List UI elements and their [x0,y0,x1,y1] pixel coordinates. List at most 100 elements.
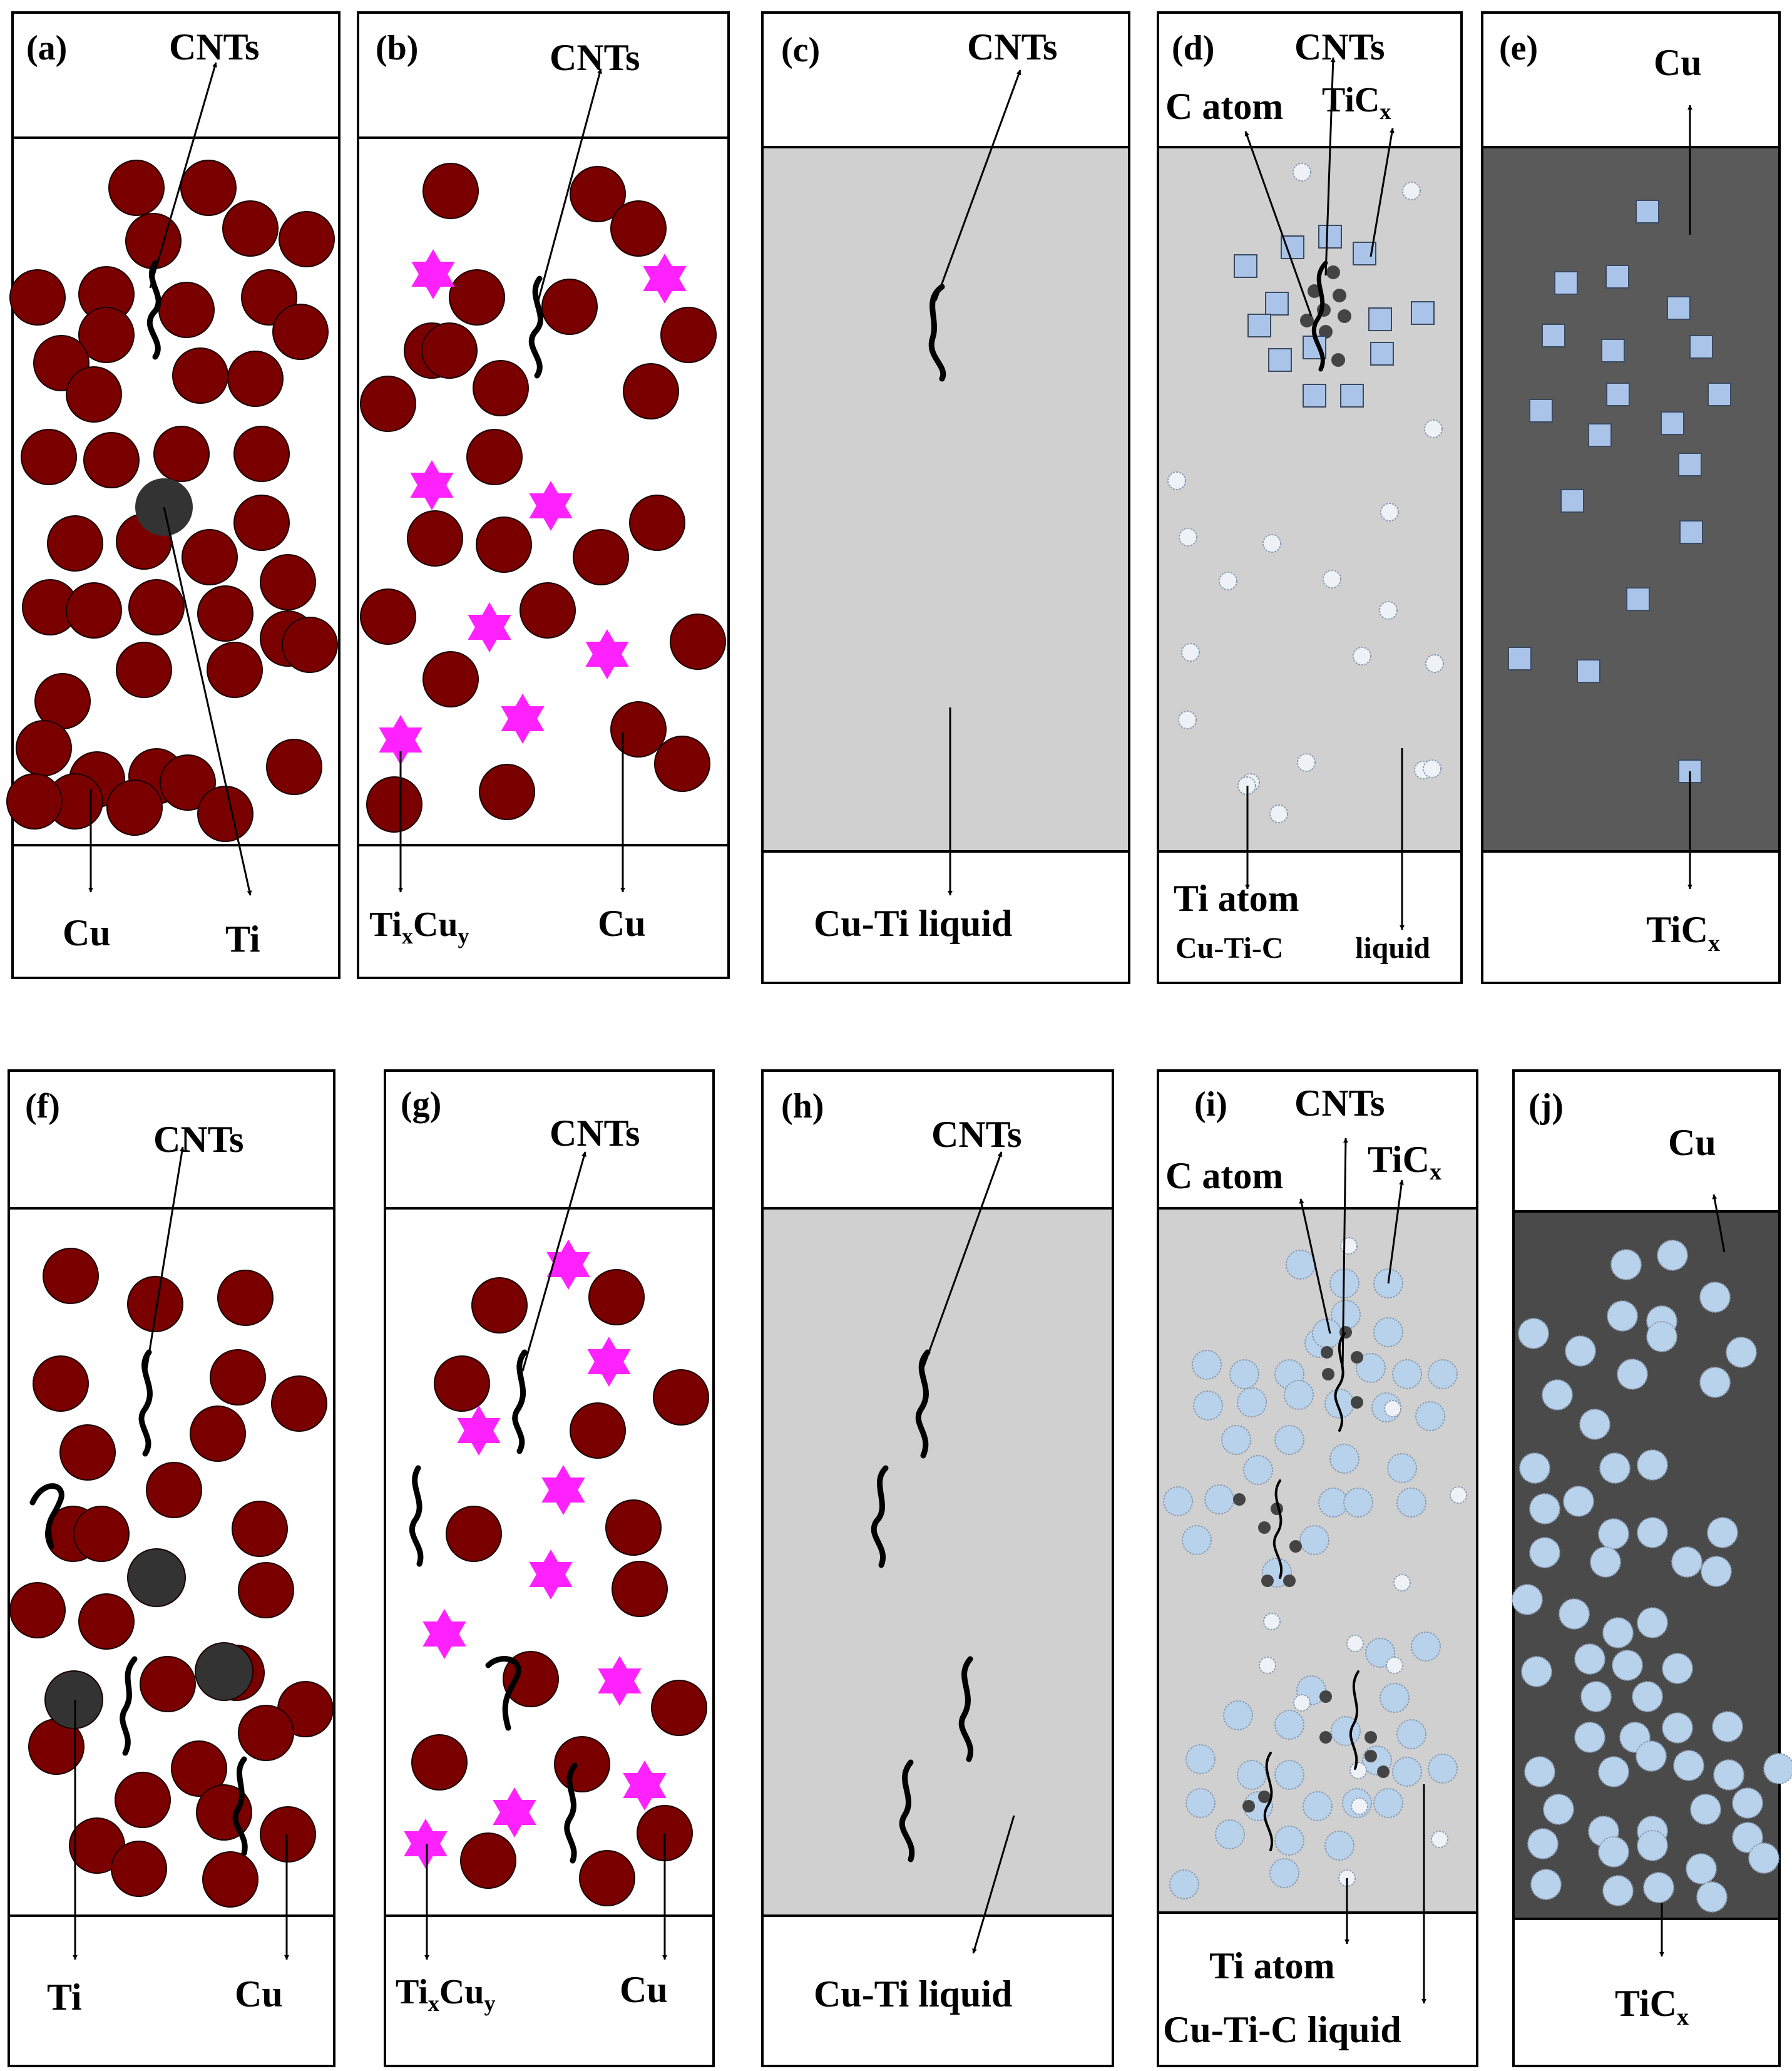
cnt-icon [871,1465,889,1568]
cu-particle-icon [232,1501,288,1557]
cu-particle-icon [272,304,329,360]
tic-round-icon [1748,1842,1779,1874]
panel-label: (d) [1172,29,1214,68]
cnt-icon [138,1349,153,1457]
ti-atom-icon [1349,1762,1367,1779]
tic-round-icon [1411,1632,1441,1662]
cu-particle-icon [422,651,479,707]
tic-square-icon [1588,423,1612,447]
tic-square-icon [1626,587,1650,611]
cnt-icon [899,1759,915,1863]
c-atom-icon [1300,314,1314,327]
cu-particle-icon [653,1369,709,1426]
c-atom-icon [1364,1731,1377,1744]
panel-label: (c) [781,31,820,69]
cu-particle-icon [66,582,122,639]
tic-square-icon [1234,254,1257,278]
c-atom-icon [1364,1750,1377,1762]
tic-round-icon [1542,1379,1573,1411]
cu-particle-icon [476,516,532,573]
arrow-c-atom [1244,131,1313,317]
panel-label: (b) [376,29,418,68]
tixcuy-star-icon [410,473,454,510]
tic-round-icon [1329,1444,1359,1474]
cu-particle-icon [473,360,529,416]
cu-particle-icon [180,160,237,216]
tic-round-icon [1763,1753,1792,1784]
tic-round-icon [1543,1794,1574,1825]
tixcuy-star-icon [541,1477,585,1515]
ti-atom-icon [1424,419,1443,438]
tic-square-icon [1318,225,1342,249]
cu-particle-icon [271,1375,327,1432]
tic-round-icon [1602,1617,1634,1648]
cu-particle-icon [573,529,629,585]
tic-round-icon [1574,1643,1605,1675]
cu-particle-icon [266,739,322,795]
arrow-cnts [537,68,602,301]
cu-label: Cu [1654,42,1702,83]
arrow-ticx [1370,128,1395,257]
tixcuy-star-icon [457,1418,501,1456]
tic-round-icon [1632,1681,1663,1712]
tixcuy-stars [404,1240,667,1869]
tixcuy-stars [379,249,687,765]
tixcuy-star-icon [623,1773,667,1811]
ti-atom-icon [1293,163,1311,182]
cnts-label: CNTs [550,37,640,78]
cu-particle-icon [217,1270,274,1326]
panel-i: (i) CNTs C atom TiCx Ti atom Cu-Ti-C liq… [1157,1069,1478,2067]
cu-particle-icon [202,1851,259,1908]
tic-round-icon [1274,1826,1304,1856]
cnt-icon [512,1349,528,1454]
cu-particle-icon [541,279,598,335]
c-atom-icon [1258,1791,1271,1803]
cu-particle-icon [670,614,726,670]
cu-particle-icon [66,366,122,423]
panel-h: (h) CNTs Cu-Ti liquid [761,1069,1114,2067]
ti-atom-icon [1346,1635,1364,1652]
arrow-cnts [521,1151,586,1372]
tic-round-icon [1380,1683,1410,1713]
arrow-cnts [922,1151,1003,1369]
panel-label: (i) [1194,1085,1227,1124]
cnt-icon [485,1656,521,1731]
ti-atom-icon [1431,1831,1448,1848]
tic-square-icon [1508,647,1532,671]
arrow-cu [1712,1194,1726,1253]
ti-atom-icon [1262,534,1281,553]
tic-round-icon [1373,1317,1403,1347]
tic-round-icon [1612,1650,1643,1681]
cu-particle-icon [227,351,284,407]
tic-round-icon [1274,1710,1304,1740]
tic-round-icon [1699,1367,1731,1398]
ti-label: Ti [47,1976,82,2018]
cu-particle-icon [59,1424,116,1481]
tic-round-icon [1243,1455,1273,1485]
ti-atom-icon [1423,759,1441,778]
cu-particle-icon [233,426,290,482]
cu-particle-icon [651,1680,707,1736]
c-atom-label: C atom [1165,86,1283,127]
cu-particle-icon [115,1772,171,1828]
panel-label: (e) [1499,29,1538,68]
cnt-icon [120,1656,138,1756]
c-atom-icon [1326,265,1340,279]
cu-ti-c-liquid-label: Cu-Ti-C liquid [1163,2009,1401,2050]
cu-particle-icon [160,754,216,811]
cu-particle-icon [83,432,140,488]
c-atom-icon [1258,1521,1271,1534]
tic-round-icon [1559,1598,1590,1630]
ti-atom-icon [1167,471,1186,490]
tic-round-icon [1598,1836,1629,1868]
cu-particle-icon [610,701,667,758]
tic-round-icon [1356,1353,1386,1383]
cu-ti-liquid-region [761,146,1130,853]
tic-round-icon [1274,1760,1304,1790]
tic-round-icon [1527,1828,1559,1859]
tic-round-icon [1690,1794,1721,1825]
tic-round-icon [1274,1425,1304,1455]
cu-particle-icon [446,1506,502,1562]
cu-particle-icon [9,269,66,326]
ti-atom-label: Ti atom [1174,878,1299,919]
